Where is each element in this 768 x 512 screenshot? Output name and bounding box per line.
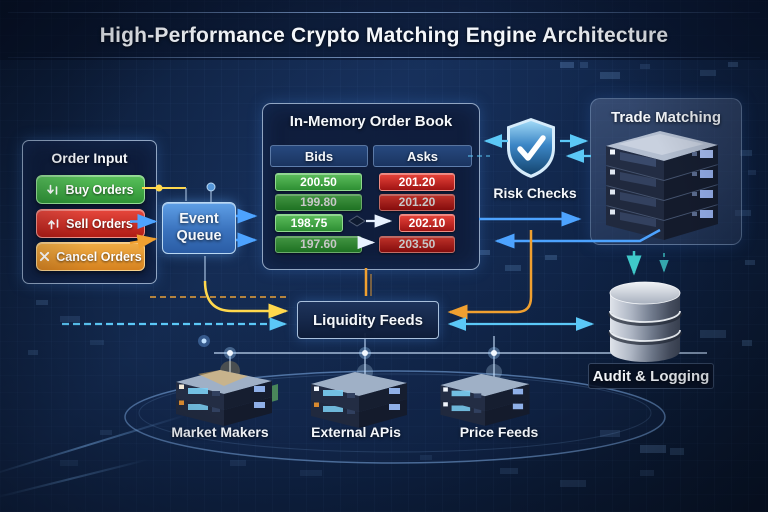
sell-orders-label: Sell Orders — [66, 216, 133, 231]
external-apis-label: External APis — [311, 424, 401, 440]
server-icon-external-apis — [311, 372, 407, 428]
bid-price-cell: 198.75 — [275, 214, 343, 232]
bid-price-cell: 197.60 — [275, 235, 362, 253]
liquidity-feeds-node: Liquidity Feeds — [297, 301, 439, 339]
event-queue-label: Event Queue — [176, 211, 222, 244]
trade-matching-label: Trade Matching — [610, 109, 722, 126]
title-rule-bottom — [8, 57, 760, 58]
database-icon — [608, 281, 682, 362]
server-icon-market-makers — [176, 370, 278, 426]
cancel-orders-button: Cancel Orders — [36, 242, 145, 271]
buy-orders-label: Buy Orders — [65, 182, 134, 197]
buy-orders-icon — [47, 184, 58, 195]
market-makers-label: Market Makers — [171, 424, 269, 440]
order-input-title: Order Input — [51, 150, 128, 166]
page-title: High-Performance Crypto Matching Engine … — [99, 24, 669, 47]
event-queue-node: Event Queue — [162, 202, 236, 254]
order-book-title: In-Memory Order Book — [289, 113, 453, 130]
order-input-panel: Order Input Buy Orders Sell Orders Cance… — [22, 140, 157, 284]
bids-column-header: Bids — [270, 145, 368, 167]
cancel-orders-label: Cancel Orders — [56, 249, 142, 264]
ask-price-cell: 203.50 — [379, 235, 455, 253]
buy-orders-button: Buy Orders — [36, 175, 145, 204]
ask-price-cell: 201.20 — [379, 173, 455, 191]
ask-price-cell: 201.20 — [379, 193, 455, 211]
asks-column-header: Asks — [373, 145, 472, 167]
title-rule-top — [8, 12, 760, 13]
risk-checks-label: Risk Checks — [493, 185, 577, 201]
audit-logging-label: Audit & Logging — [588, 363, 714, 389]
ask-price-cell: 202.10 — [399, 214, 455, 232]
price-feeds-label: Price Feeds — [459, 424, 539, 440]
bid-price-cell: 200.50 — [275, 173, 362, 191]
server-icon-price-feeds — [440, 373, 530, 426]
sell-orders-icon — [48, 218, 59, 229]
shield-check-icon — [507, 118, 555, 178]
cancel-orders-icon — [40, 251, 50, 262]
liquidity-feeds-label: Liquidity Feeds — [312, 311, 423, 329]
bid-price-cell: 199.80 — [275, 193, 362, 211]
sell-orders-button: Sell Orders — [36, 209, 145, 238]
server-stack-icon — [606, 131, 718, 240]
order-book-panel: In-Memory Order Book Bids Asks 200.50 19… — [262, 103, 480, 270]
